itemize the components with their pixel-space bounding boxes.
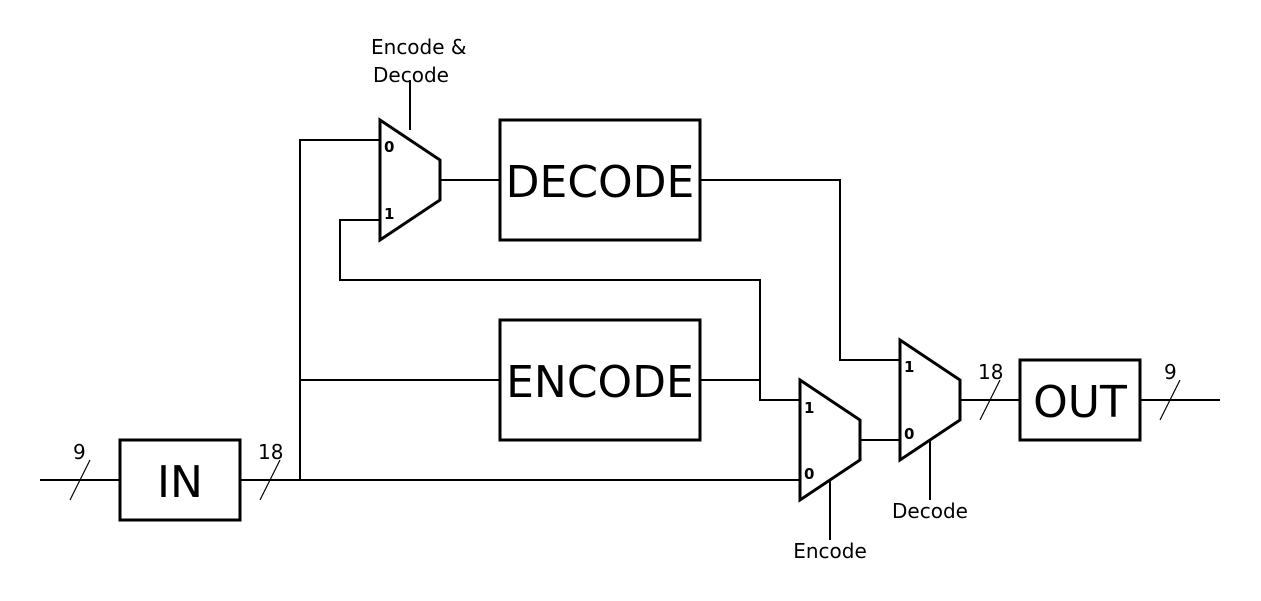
encode-to-encode-mux-wire	[700, 379, 800, 401]
encode-block-label: ENCODE	[506, 357, 694, 408]
decode-mux: 1 0 Decode	[892, 337, 968, 523]
in-block: IN	[118, 438, 242, 522]
wires	[40, 80, 1220, 540]
decode-mux-pin1: 1	[904, 358, 914, 376]
in-block-label: IN	[157, 457, 203, 508]
out-block: OUT	[1018, 358, 1142, 442]
out-block-label: OUT	[1033, 377, 1127, 428]
decode-block-label: DECODE	[506, 157, 695, 208]
top-mux-select-label-2: Decode	[373, 63, 449, 87]
top-mux: 0 1 Encode & Decode	[371, 35, 467, 243]
bus-slash-in	[259, 459, 281, 501]
bus-width-in: 18	[258, 440, 283, 464]
top-mux-select-label-1: Encode &	[371, 35, 467, 59]
encode-mux-pin0: 0	[804, 465, 814, 483]
top-mux-pin0: 0	[384, 138, 394, 156]
encode-block: ENCODE	[498, 318, 702, 442]
encode-mux: 1 0 Encode	[793, 377, 867, 563]
bus-slash-output	[1159, 379, 1181, 421]
bus-width-markers: 9 18 18 9	[69, 360, 1181, 501]
encode-mux-select-label: Encode	[793, 539, 867, 563]
bus-width-output: 9	[1164, 360, 1177, 384]
decode-mux-pin0: 0	[904, 425, 914, 443]
encode-feedback-wire	[339, 219, 761, 380]
decode-mux-select-label: Decode	[892, 499, 968, 523]
top-mux-pin1: 1	[384, 205, 394, 223]
bus-slash-input	[69, 459, 91, 501]
decode-to-decode-mux-wire	[700, 179, 900, 361]
bus-width-input: 9	[73, 440, 86, 464]
bus-width-mux-out: 18	[978, 360, 1003, 384]
decode-block: DECODE	[498, 118, 702, 242]
encode-mux-pin1: 1	[804, 399, 814, 417]
bus-slash-mux-out	[979, 379, 1001, 421]
bus-to-top-mux-0-wire	[299, 139, 380, 480]
